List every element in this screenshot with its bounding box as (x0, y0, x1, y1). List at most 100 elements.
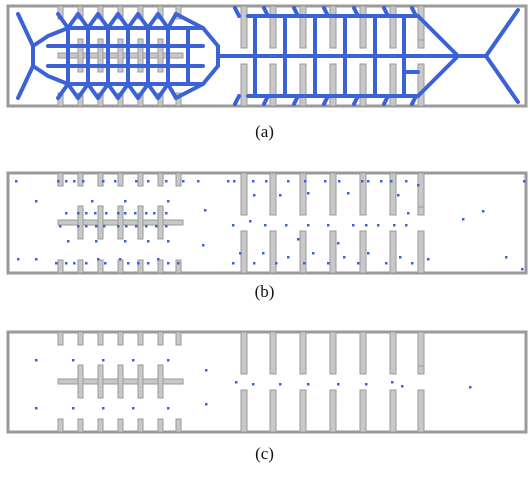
sample-point (97, 258, 100, 261)
sample-point (135, 180, 138, 183)
wall (360, 332, 366, 374)
sample-point (233, 180, 236, 183)
sample-point (253, 194, 256, 197)
wall (158, 365, 163, 398)
sample-point (102, 180, 105, 183)
wall (98, 419, 103, 432)
sample-point (85, 262, 88, 265)
sample-point (407, 212, 410, 215)
sample-point (253, 262, 256, 265)
wall (98, 206, 103, 239)
wall (360, 6, 366, 48)
sample-point (205, 403, 208, 406)
wall (241, 390, 247, 432)
sample-point (249, 220, 252, 223)
sample-point (94, 212, 97, 215)
sample-point (327, 262, 330, 265)
wall (78, 365, 83, 398)
sample-point (167, 359, 170, 362)
sample-point (307, 192, 310, 195)
sample-point (72, 407, 75, 410)
wall (241, 173, 247, 215)
sample-point (391, 381, 394, 384)
sample-point (125, 225, 128, 228)
wall (300, 6, 306, 48)
wall (138, 206, 143, 239)
wall (98, 173, 103, 186)
sample-point (124, 240, 127, 243)
sample-point (417, 184, 420, 187)
sample-point (352, 224, 355, 227)
wall (118, 173, 123, 186)
sample-point (59, 225, 62, 228)
sample-point (147, 180, 150, 183)
sample-point (327, 224, 330, 227)
wall (158, 332, 163, 345)
wall (270, 332, 276, 374)
sample-point (367, 180, 370, 183)
sample-point (57, 180, 60, 183)
wall (330, 231, 336, 273)
wall (158, 260, 163, 273)
wall (58, 419, 63, 432)
sample-point (17, 258, 20, 261)
sample-point (77, 225, 80, 228)
sample-point (377, 224, 380, 227)
sample-point (380, 180, 383, 183)
sample-point (275, 262, 278, 265)
wall (138, 173, 143, 186)
caption-a: (a) (0, 122, 529, 142)
sample-point (165, 180, 168, 183)
sample-point (523, 180, 526, 183)
wall (270, 64, 276, 106)
sample-point (393, 224, 396, 227)
sample-point (390, 180, 393, 183)
sample-point (119, 258, 122, 261)
wall (138, 365, 143, 398)
sample-point (427, 258, 430, 261)
sample-point (405, 224, 408, 227)
sample-point (397, 194, 400, 197)
wall (241, 332, 247, 374)
wall (390, 64, 396, 106)
wall (158, 173, 163, 186)
sample-point (324, 180, 327, 183)
wall (78, 419, 83, 432)
wall (118, 206, 123, 239)
sample-point (72, 359, 75, 362)
wall (418, 231, 424, 273)
wall (330, 332, 336, 374)
sample-point (82, 180, 85, 183)
wall (418, 173, 424, 207)
sample-point (147, 262, 150, 265)
sample-point (177, 262, 180, 265)
wall (360, 390, 366, 432)
wall (58, 173, 63, 186)
wall (158, 206, 163, 239)
wall (138, 419, 143, 432)
wall (138, 260, 143, 273)
wall (241, 231, 247, 273)
sample-point (239, 252, 242, 255)
wall (270, 173, 276, 215)
caption-c: (c) (0, 444, 529, 464)
sample-point (262, 252, 265, 255)
sample-point (15, 180, 18, 183)
sample-point (264, 224, 267, 227)
sample-point (204, 209, 207, 212)
sample-point (114, 180, 117, 183)
sample-point (347, 192, 350, 195)
sample-point (85, 212, 88, 215)
sample-point (482, 210, 485, 213)
wall (418, 390, 424, 432)
sample-point (91, 200, 94, 203)
sample-point (155, 225, 158, 228)
sample-point (303, 262, 306, 265)
panel-a-map (8, 6, 526, 106)
sample-point (304, 180, 307, 183)
wall (158, 419, 163, 432)
caption-b: (b) (0, 282, 529, 302)
wall (58, 332, 63, 345)
wall (390, 231, 396, 273)
wall (98, 332, 103, 345)
